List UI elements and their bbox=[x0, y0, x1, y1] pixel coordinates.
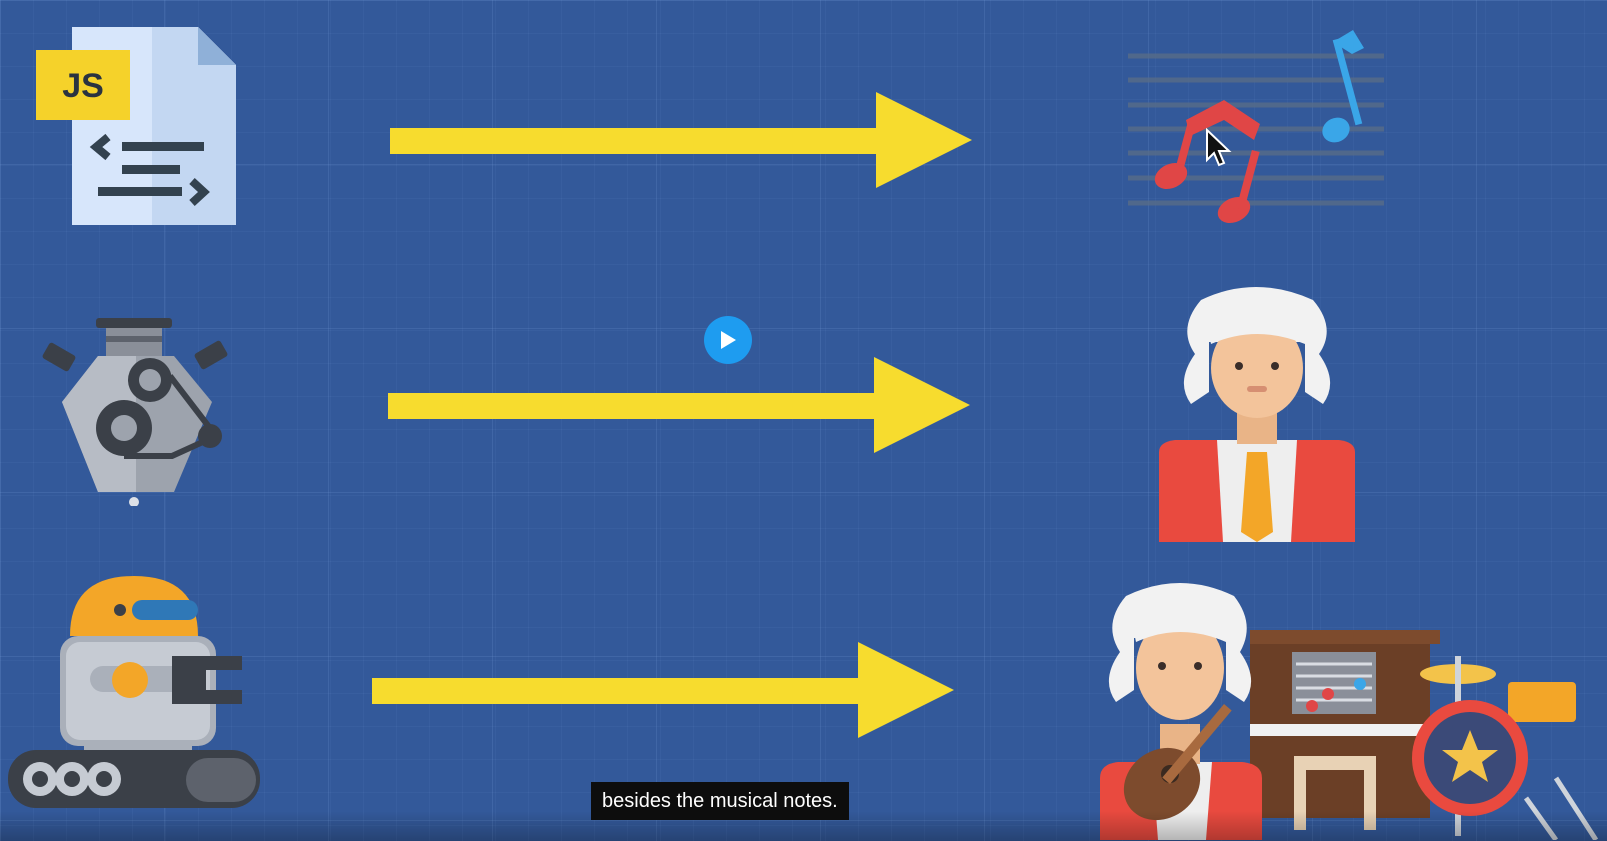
play-button[interactable] bbox=[704, 316, 752, 364]
play-icon bbox=[721, 331, 736, 349]
robot-icon bbox=[8, 576, 260, 808]
js-file-icon: JS bbox=[36, 27, 236, 225]
js-badge-label: JS bbox=[62, 67, 104, 105]
orchestra-icon bbox=[1100, 583, 1599, 840]
caption-text: besides the musical notes. bbox=[591, 782, 849, 820]
music-notes-icon bbox=[1128, 30, 1384, 224]
mouse-cursor-icon bbox=[1206, 128, 1232, 167]
arrow-row-2 bbox=[388, 357, 970, 453]
arrow-row-1 bbox=[390, 92, 972, 188]
composer-icon bbox=[1159, 287, 1355, 542]
engine-icon bbox=[42, 318, 228, 506]
arrow-row-3 bbox=[372, 642, 954, 738]
